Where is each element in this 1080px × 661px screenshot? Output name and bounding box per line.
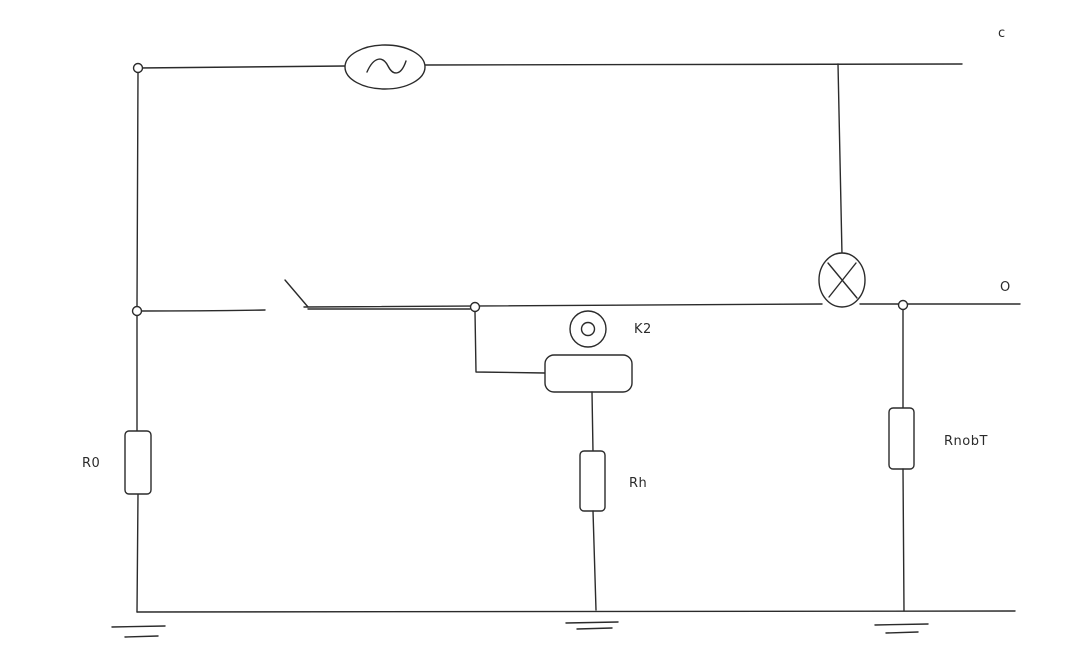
label-resistor-r0: R0 (82, 456, 100, 471)
wire-to-switch (141, 309, 266, 312)
switch-icon (284, 279, 309, 308)
terminal-icon (469, 301, 481, 313)
resistor-r0-icon (124, 430, 152, 495)
resistor-rh-icon (579, 450, 606, 512)
wire-top-left (137, 65, 346, 69)
wire-relay-to-rh (591, 391, 594, 453)
top-line-c (137, 63, 963, 69)
label-line-o: O (1000, 280, 1011, 295)
wire-rnobt-to-ground (902, 468, 905, 612)
middle-line-o (303, 303, 1021, 310)
wire-relay-branch (474, 311, 546, 374)
label-line-c: c (998, 26, 1006, 41)
terminal-icon (131, 305, 143, 317)
terminal-icon (132, 62, 144, 74)
label-resistor-rh: Rh (629, 476, 647, 491)
ac-source-icon (344, 44, 426, 90)
resistor-rnobt-icon (888, 407, 915, 470)
wire-top-right (424, 63, 963, 66)
relay-indicator-icon (569, 310, 607, 348)
wire-to-lamp (837, 63, 843, 256)
ground-icon (874, 623, 929, 634)
wire-rh-to-ground (592, 510, 597, 611)
label-resistor-rnobt: RnobT (944, 434, 988, 449)
lamp-icon (818, 252, 866, 308)
ground-icon (565, 621, 619, 630)
terminal-icon (897, 299, 909, 311)
label-relay-k2: K2 (634, 322, 652, 337)
ground-icon (111, 625, 166, 638)
relay-coil-icon (544, 354, 633, 393)
left-vertical-wire (136, 71, 139, 613)
ground-bus (136, 610, 1016, 613)
